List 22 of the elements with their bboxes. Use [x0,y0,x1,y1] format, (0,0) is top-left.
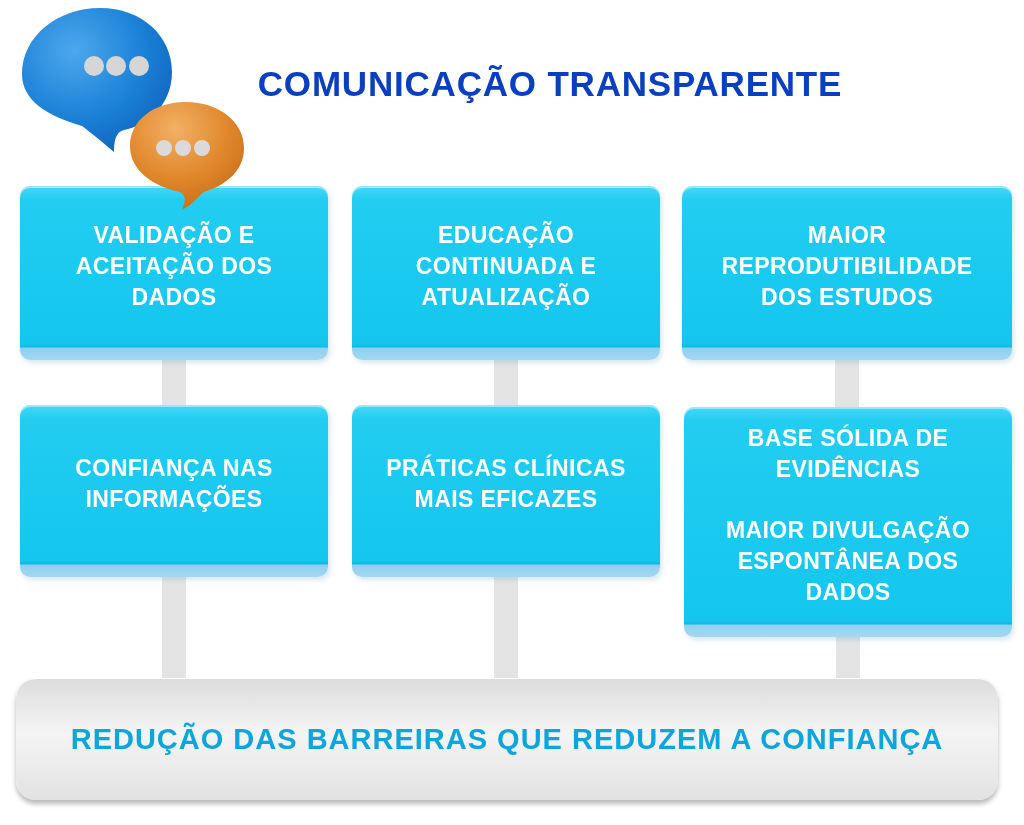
box-text: BASE SÓLIDA DE EVIDÊNCIAS [746,423,950,484]
connector-post [836,637,860,678]
connector-post [494,577,518,678]
result-text: REDUÇÃO DAS BARREIRAS QUE REDUZEM A CONFIANÇA [70,721,944,757]
box-text: CONFIANÇA NAS INFORMAÇÕES [74,454,274,514]
process-box [20,405,328,577]
box-text: VALIDAÇÃO E ACEITAÇÃO DOS DADOS [74,220,274,312]
process-box [684,407,1012,637]
connector-post [162,577,186,678]
process-box [352,405,660,577]
diagram-title: COMUNICAÇÃO TRANSPARENTE [256,63,844,105]
process-box [352,186,660,360]
connector-post [162,360,186,405]
result-bar [16,678,998,800]
process-box [682,186,1012,360]
box-text: MAIOR DIVULGAÇÃO ESPONTÂNEA DOS DADOS [724,515,972,607]
box-text: EDUCAÇÃO CONTINUADA E ATUALIZAÇÃO [414,220,598,312]
connector-post [494,360,518,405]
connector-post [835,360,859,407]
process-box [20,186,328,360]
box-text: PRÁTICAS CLÍNICAS MAIS EFICAZES [385,453,627,514]
box-text: MAIOR REPRODUTIBILIDADE DOS ESTUDOS [720,220,974,312]
